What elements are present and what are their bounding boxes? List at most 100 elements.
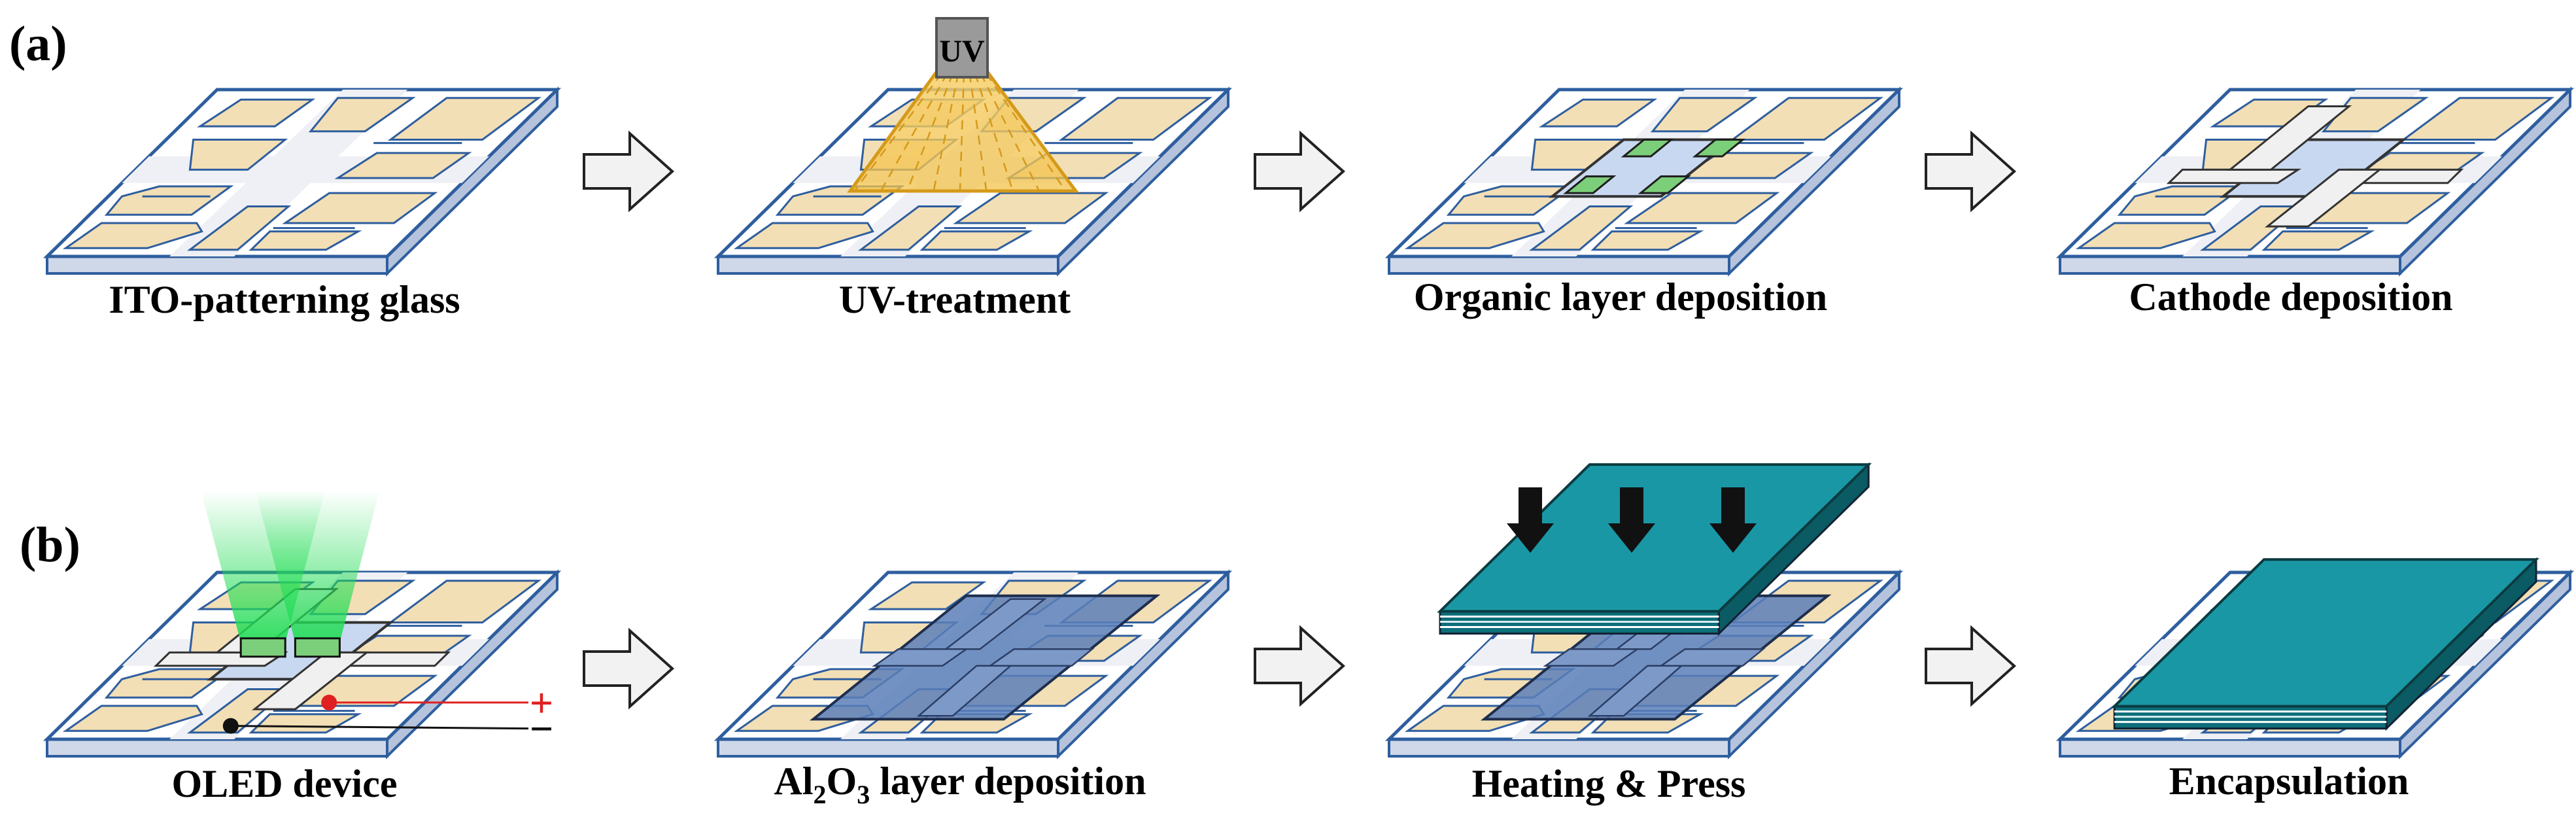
ito-pad-2 — [104, 668, 234, 699]
cathode-strip-2 — [2227, 105, 2352, 171]
substrate-front-face — [2059, 738, 2401, 758]
caption-o: O — [827, 760, 857, 803]
substrate-front-face — [717, 255, 1059, 275]
uv-lamp-label: UV — [939, 34, 985, 69]
ito-pad-5 — [1729, 97, 1883, 141]
uv-ray — [854, 73, 943, 190]
caption-encapsulation: Encapsulation — [2169, 760, 2409, 803]
ito-pad-8 — [249, 713, 362, 734]
ito-pad-8 — [2261, 230, 2375, 251]
substrate-front-face — [1388, 255, 1730, 275]
ito-pad-9 — [186, 205, 292, 251]
cathode-strip-3 — [2264, 168, 2383, 228]
ito-pad-0 — [2209, 98, 2329, 128]
al2o3-layer — [809, 594, 1161, 721]
panel-label-a: (a) — [9, 16, 67, 71]
ito-pad-1 — [188, 139, 288, 171]
encap-plate-top — [2111, 558, 2539, 708]
caption-heating-press: Heating & Press — [1472, 762, 1746, 805]
caption-oled-device: OLED device — [172, 762, 398, 805]
ito-pad-5 — [1058, 97, 1212, 141]
caption-al: Al — [774, 760, 814, 803]
uv-ray — [985, 73, 1066, 190]
press-arrow-1 — [1608, 487, 1655, 553]
caption-ito-patterning: ITO-patterning glass — [109, 278, 460, 321]
ito-pad-7 — [1624, 192, 1780, 224]
substrate-front-face — [717, 738, 1059, 758]
substrate-front-face — [46, 255, 388, 275]
ito-pad-7 — [953, 192, 1109, 224]
ito-pad-3 — [733, 222, 874, 249]
step-decorations — [153, 17, 2539, 734]
process-arrow-b-2 — [1254, 625, 1346, 707]
uv-ray — [933, 73, 959, 190]
uv-ray — [906, 73, 954, 190]
emitting-pixel-1 — [294, 637, 341, 658]
ito-pad-2 — [1446, 185, 1576, 216]
uv-ray — [974, 73, 1014, 190]
ito-pad-9 — [1528, 205, 1634, 251]
ito-pad-3 — [62, 705, 203, 732]
ito-pad-3 — [1404, 222, 1545, 249]
ito-pad-0 — [867, 581, 987, 610]
ito-pad-3 — [2075, 222, 2216, 249]
organic-pixel-1 — [1638, 175, 1691, 194]
uv-ray — [969, 73, 987, 190]
caption-organic-layer: Organic layer deposition — [1414, 275, 1827, 319]
ito-pad-4 — [1650, 97, 1758, 133]
ito-pad-4 — [308, 97, 416, 133]
ito-pad-9 — [857, 205, 963, 251]
ito-pad-8 — [919, 230, 1033, 251]
uv-lamp — [935, 17, 989, 79]
caption-sub-3: 3 — [857, 780, 870, 809]
process-arrow-a-2 — [1254, 130, 1346, 213]
caption-layer-deposition: layer deposition — [870, 760, 1146, 803]
oled-cathode-strip-3 — [251, 651, 370, 710]
ito-pad-8 — [249, 230, 362, 251]
cathode-wire — [230, 725, 529, 730]
organic-pixel-2 — [1621, 139, 1674, 158]
cathode-strip-0 — [2166, 168, 2302, 184]
ito-pad-2 — [2117, 185, 2247, 216]
process-arrow-a-3 — [1925, 130, 2017, 213]
ito-pad-6 — [334, 152, 472, 179]
substrate-a-3 — [1384, 86, 1904, 277]
substrate-front-face — [2059, 255, 2401, 275]
organic-pixel-3 — [1692, 139, 1746, 158]
emission-glow-1 — [255, 490, 380, 648]
press-al2o3-layer — [1480, 594, 1832, 721]
press-arrow-2 — [1709, 487, 1757, 553]
encap-plate — [2111, 557, 2539, 731]
ito-pad-7 — [282, 192, 438, 224]
panel-label-b: (b) — [20, 517, 80, 572]
caption-uv-treatment: UV-treatment — [839, 278, 1071, 321]
emitting-pixel-0 — [239, 637, 286, 658]
minus-sign: − — [530, 706, 553, 752]
caption-al2o3-layer: Al2O3 layer deposition — [774, 760, 1146, 809]
al2o3-strip-2 — [943, 598, 1047, 650]
substrate-a-1 — [43, 86, 562, 277]
process-arrow-b-1 — [583, 627, 675, 710]
press-plate — [1437, 462, 1872, 637]
ito-pad-5 — [387, 580, 541, 623]
process-arrows — [583, 130, 2017, 710]
ito-pad-3 — [62, 222, 203, 249]
press-al2o3-strip-3 — [1587, 665, 1684, 717]
ito-pad-2 — [104, 185, 234, 216]
ito-pad-8 — [1590, 230, 1704, 251]
substrate-front-face — [46, 738, 388, 758]
al2o3-strip-3 — [916, 665, 1013, 717]
uv-ray — [880, 73, 948, 190]
uv-ray — [980, 73, 1040, 190]
al2o3-strip-1 — [987, 648, 1095, 667]
ito-pad-0 — [1538, 98, 1658, 128]
plus-sign: + — [530, 680, 553, 726]
organic-pixel-0 — [1563, 175, 1617, 194]
process-arrow-a-1 — [583, 130, 675, 213]
caption-cathode: Cathode deposition — [2129, 275, 2452, 319]
al2o3 — [809, 594, 1161, 721]
uv-ray — [959, 73, 965, 190]
ito-pad-0 — [196, 98, 316, 128]
press-arrow-0 — [1507, 487, 1554, 553]
